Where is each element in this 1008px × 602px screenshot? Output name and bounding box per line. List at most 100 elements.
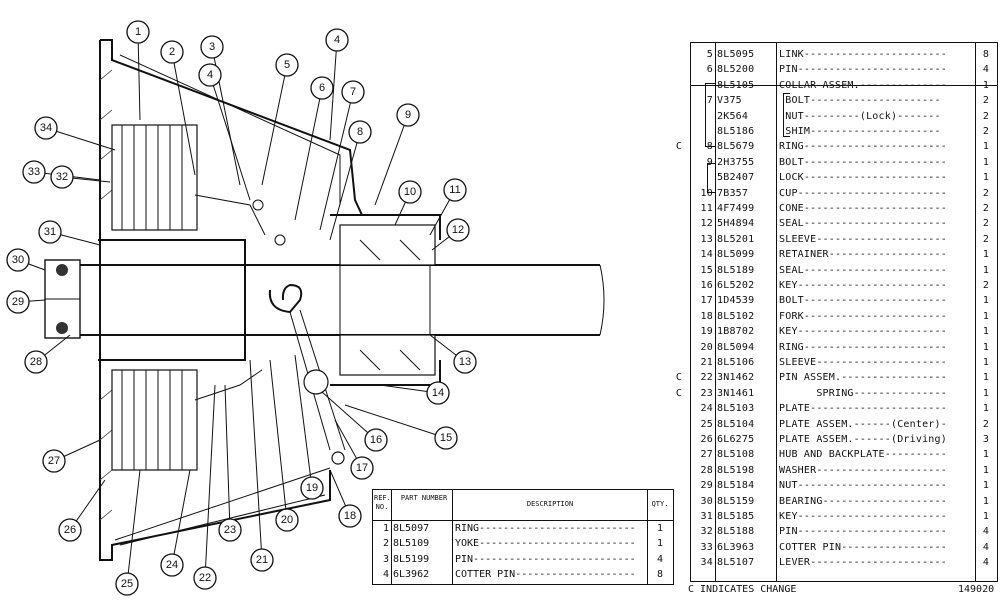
- part-number: 7B357: [717, 187, 749, 199]
- callout-29: 29: [6, 290, 30, 314]
- description: NUT---------(Lock)-------: [779, 110, 941, 122]
- callout-circle: [126, 20, 150, 44]
- callout-12: 12: [446, 218, 470, 242]
- callout-number: 4: [207, 69, 213, 81]
- callout-22: 22: [193, 566, 217, 590]
- callout-number: 24: [166, 559, 178, 571]
- ref-number: 28: [700, 464, 713, 476]
- leader-line: [329, 131, 361, 241]
- callout-7: 7: [341, 80, 365, 104]
- callout-circle: [198, 63, 222, 87]
- group-bracket-7: [705, 83, 716, 147]
- leader-line: [344, 404, 447, 439]
- quantity: 1: [982, 495, 990, 507]
- col-divider-desc: [975, 43, 976, 581]
- part-number: 8L5104: [717, 418, 755, 430]
- pilot-bearing: [44, 259, 81, 339]
- callout-circle: [50, 165, 74, 189]
- leader-line: [321, 391, 377, 441]
- part-number: 8L5099: [717, 249, 755, 261]
- leader-line: [249, 359, 263, 561]
- part-number: 8L5184: [717, 480, 755, 492]
- callout-circle: [193, 566, 217, 590]
- ref-number: 32: [700, 526, 713, 538]
- quantity: 1: [982, 326, 990, 338]
- part-number: 8L5201: [717, 233, 755, 245]
- part-number: 8L5200: [717, 64, 755, 76]
- description: PIN------------------------: [779, 64, 947, 76]
- quantity: 1: [982, 403, 990, 415]
- ref-number: 14: [700, 249, 713, 261]
- quantity: 4: [982, 541, 990, 553]
- small-qty: 4: [656, 553, 664, 565]
- callout-circle: [38, 220, 62, 244]
- description: KEY------------------------: [779, 326, 947, 338]
- callout-circle: [115, 572, 139, 596]
- callout-circle: [446, 218, 470, 242]
- small-ref: 4: [382, 569, 389, 581]
- quantity: 1: [982, 79, 990, 91]
- callout-circle: [6, 290, 30, 314]
- small-ref: 1: [382, 523, 389, 534]
- hdr-part: PART NUMBER: [400, 494, 448, 502]
- sub-assembly-bracket: [783, 93, 790, 137]
- hdr-qty: QTY.: [651, 500, 669, 508]
- quantity: 2: [982, 418, 990, 430]
- part-number: 8L5198: [717, 464, 755, 476]
- callout-30: 30: [6, 248, 30, 272]
- ref-number: 9: [706, 156, 713, 168]
- callout-number: 11: [449, 184, 460, 196]
- ref-number: 12: [700, 218, 713, 230]
- callout-circle: [300, 476, 324, 500]
- description: SEAL-----------------------: [779, 264, 947, 276]
- part-number: 2H3755: [717, 156, 755, 168]
- leader-line: [294, 87, 323, 221]
- quantity: 1: [982, 264, 990, 276]
- part-number: 8L5095: [717, 49, 755, 60]
- quantity: 1: [982, 387, 990, 399]
- callout-circle: [364, 428, 388, 452]
- parts-list-row: 2K564 NUT---------(Lock)-------2: [691, 109, 997, 124]
- description: PIN ASSEM.-----------------: [779, 372, 947, 384]
- ref-number: 10: [700, 187, 713, 199]
- callout-number: 27: [48, 455, 60, 467]
- quantity: 1: [982, 511, 990, 522]
- callout-number: 19: [306, 482, 318, 494]
- callout-circle: [160, 553, 184, 577]
- part-number: 8L5094: [717, 341, 755, 353]
- quantity: 1: [982, 156, 990, 168]
- ref-number: 33: [700, 541, 713, 553]
- ref-number: 30: [700, 495, 713, 507]
- ref-number: 19: [700, 326, 713, 338]
- part-number: 8L5185: [717, 511, 755, 522]
- quantity: 1: [982, 172, 990, 184]
- quantity: 2: [982, 233, 990, 245]
- quantity: 2: [982, 126, 990, 137]
- quantity: 8: [982, 49, 990, 60]
- description: LINK-----------------------: [779, 49, 947, 60]
- quantity: 2: [982, 95, 990, 107]
- description: NUT------------------------: [779, 480, 947, 492]
- callout-25: 25: [115, 572, 139, 596]
- release-levers: [194, 194, 286, 401]
- leader-line: [45, 127, 116, 151]
- leader-line: [209, 74, 251, 201]
- callout-21: 21: [250, 548, 274, 572]
- callout-number: 10: [404, 186, 416, 198]
- callout-circle: [200, 35, 224, 59]
- callout-circle: [341, 80, 365, 104]
- part-number: 8L5103: [717, 403, 755, 415]
- pedal-link: [114, 467, 331, 541]
- callout-number: 20: [281, 514, 293, 526]
- callout-circle: [58, 518, 82, 542]
